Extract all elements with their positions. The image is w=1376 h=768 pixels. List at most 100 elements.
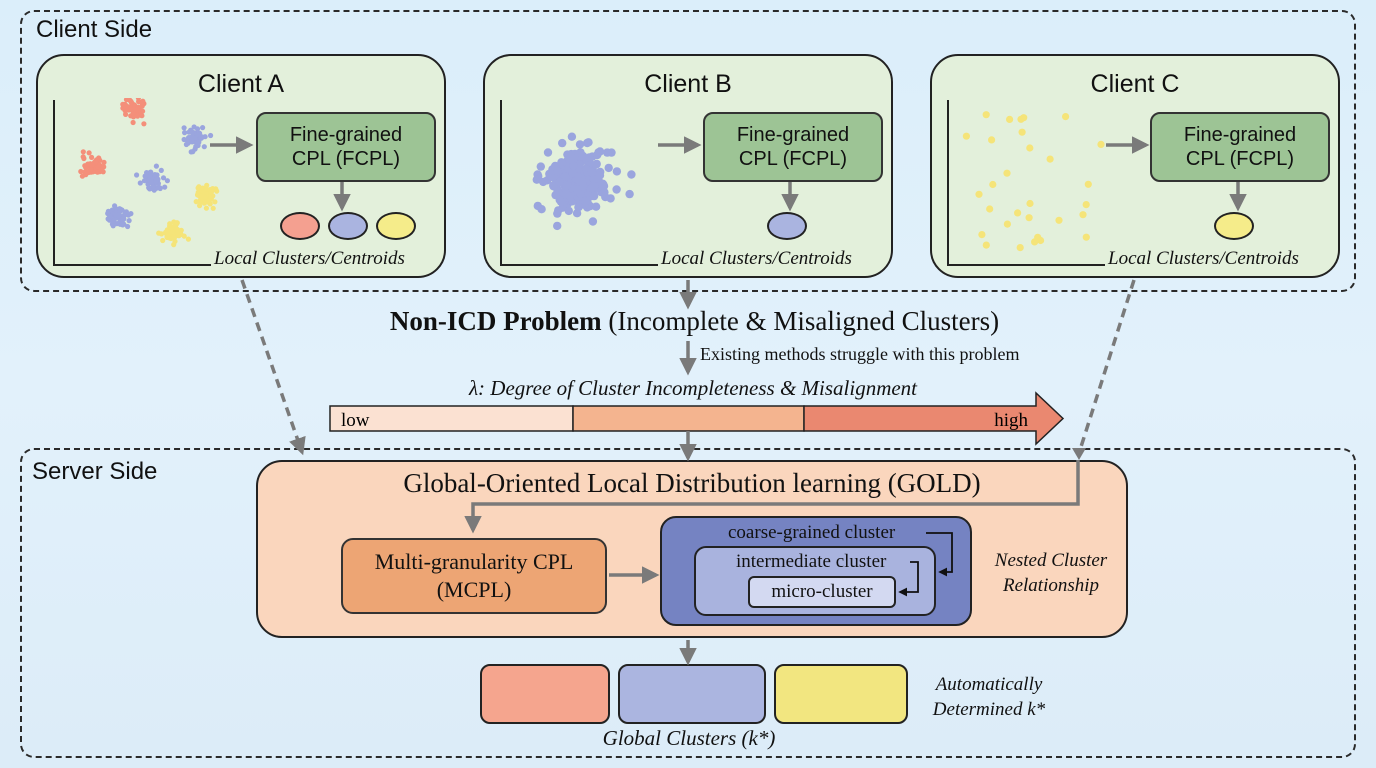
gold-title: Global-Oriented Local Distribution learn…	[403, 468, 981, 498]
scatter-point	[212, 199, 218, 205]
scatter-point	[80, 149, 86, 155]
client-a-title: Client A	[197, 70, 285, 98]
scatter-point	[135, 104, 141, 110]
scatter-point	[1079, 211, 1087, 219]
scatter-point	[197, 130, 203, 136]
scatter-point	[989, 180, 997, 189]
fcpl-module: Fine-grained CPL (FCPL)	[256, 112, 436, 182]
global-cluster-box	[618, 664, 766, 724]
scatter-point	[134, 172, 140, 178]
centroid-ellipse	[1214, 212, 1254, 240]
mcpl-line2: (MCPL)	[436, 577, 512, 602]
scatter-point	[200, 125, 206, 131]
scatter-point	[158, 231, 165, 237]
nested-cluster-relationship-label: Nested Cluster Relationship	[976, 548, 1126, 598]
scatter-point	[558, 138, 567, 148]
scatter-point	[153, 163, 159, 169]
axis-label: Local Clusters/Centroids	[661, 248, 852, 269]
fcpl-line1: Fine-grained	[1183, 124, 1297, 146]
scatter-point	[153, 176, 159, 182]
scatter-point	[185, 236, 191, 242]
y-axis	[53, 100, 55, 266]
x-axis	[500, 264, 658, 266]
scatter-point	[1017, 115, 1025, 123]
scatter-point	[574, 202, 583, 212]
centroids	[1214, 212, 1254, 240]
k-note-line2: Determined k*	[932, 699, 1046, 720]
scatter-point	[1062, 113, 1070, 121]
intermediate-cluster-label: intermediate cluster	[736, 551, 887, 572]
micro-cluster-label: micro-cluster	[771, 581, 873, 602]
scatter-point	[116, 212, 122, 219]
scatter-point	[612, 167, 622, 176]
scatter-point	[214, 188, 220, 194]
scatter-point	[532, 175, 541, 184]
axis-label: Local Clusters/Centroids	[1108, 248, 1299, 269]
server-side-title: Server Side	[32, 458, 158, 485]
scatter-point	[112, 203, 118, 209]
scatter-point	[601, 192, 610, 202]
scatter-point	[589, 175, 598, 184]
scatter-point	[194, 192, 201, 198]
lambda-scale-bar: low high	[329, 391, 1065, 446]
scatter-point	[123, 111, 129, 117]
scatter-point	[119, 220, 125, 226]
fcpl-line1: Fine-grained	[736, 124, 850, 146]
scatter-point	[206, 198, 212, 204]
scatter-point	[118, 206, 124, 212]
scatter-point	[122, 209, 128, 215]
scatter-point	[124, 103, 130, 109]
scatter-point	[128, 99, 134, 105]
scatter-point	[182, 130, 188, 136]
global-clusters	[480, 664, 908, 724]
scatter-point	[126, 218, 132, 224]
scatter-point	[555, 177, 564, 187]
lambda-scale-title: λ: Degree of Cluster Incompleteness & Mi…	[468, 376, 918, 400]
centroid-ellipse	[767, 212, 807, 240]
scatter-point	[169, 225, 175, 231]
scatter-point	[595, 171, 605, 180]
scatter-point	[575, 140, 585, 149]
client-c-panel: Client C Fine-grained CPL (FCPL) Local C…	[930, 54, 1340, 278]
scatter-point	[625, 189, 634, 199]
scatter-point	[578, 151, 588, 161]
scatter-point	[160, 175, 167, 181]
scatter-point	[988, 136, 996, 144]
scatter-point	[80, 154, 86, 160]
client-a-panel: Client A Fine-grained CPL (FCPL) Local C…	[36, 54, 446, 278]
scatter-point	[125, 223, 131, 230]
scale-high-label: high	[994, 410, 1028, 431]
scatter-point	[982, 111, 990, 119]
scale-segment-high-arrow	[803, 391, 1065, 446]
scatter-point	[1003, 220, 1011, 228]
axis-label: Local Clusters/Centroids	[214, 248, 405, 269]
scatter-point	[567, 132, 577, 141]
scatter-point	[549, 181, 558, 190]
scatter-point	[208, 132, 214, 139]
scatter-point	[975, 190, 983, 198]
scatter-point	[135, 113, 141, 119]
scatter-point	[199, 193, 205, 199]
scale-low-label: low	[341, 410, 370, 431]
micro-cluster-box: micro-cluster	[748, 576, 896, 608]
global-clusters-caption: Global Clusters (k*)	[602, 726, 776, 750]
scatter-point	[556, 197, 566, 206]
scatter-point	[1097, 140, 1105, 148]
k-note-line1: Automatically	[935, 674, 1043, 695]
scatter-point	[83, 164, 89, 170]
scatter-point	[1025, 214, 1033, 222]
automatic-k-note: Automatically Determined k*	[906, 672, 1072, 722]
scatter-point	[962, 132, 970, 140]
scatter-point	[123, 98, 130, 103]
scatter-point	[598, 180, 607, 189]
scatter-point	[587, 183, 597, 193]
scatter-point	[539, 177, 548, 187]
scatter-point	[1034, 233, 1042, 241]
scatter-point	[173, 225, 179, 231]
scatter-point	[127, 105, 134, 111]
scatter-point	[587, 167, 596, 177]
scatter-point	[162, 184, 168, 190]
scatter-point	[98, 167, 104, 173]
scatter-point	[1003, 169, 1011, 177]
scatter-point	[148, 179, 154, 185]
